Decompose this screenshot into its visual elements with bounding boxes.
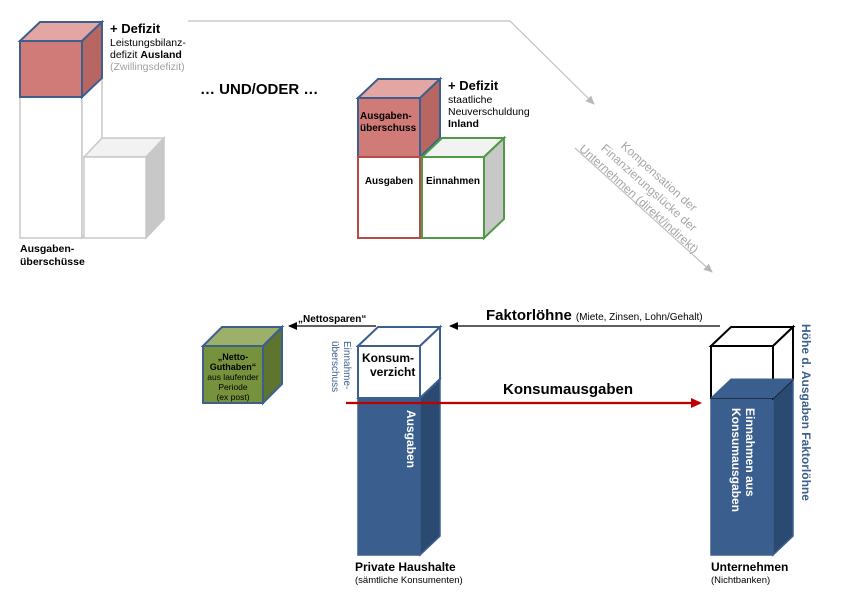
konsumverzicht-line1: Konsum- [362,351,414,365]
nettosparen-label: „Nettosparen“ [298,314,366,325]
inland-spending-block [357,156,421,239]
hoehe-faktorloehne-label: Höhe d. Ausgaben Faktorlöhne [799,324,813,501]
inland-cube-group [355,76,507,241]
konsumverzicht-line2: verzicht [370,365,415,379]
inland-income-cube [419,135,507,241]
netto-guthaben-line1: „Netto- [218,352,249,362]
inland-overspend-label-2: überschuss [360,123,417,134]
netto-guthaben-line2: Guthaben“ [210,362,257,372]
ausland-deficit-title: + Defizit [110,21,161,36]
netto-guthaben-line4: Periode [218,382,248,392]
inland-deficit-line1: staatliche [448,94,493,106]
ausgaben-ueberschuesse-label-2: überschüsse [20,256,85,268]
ausland-deficit-cube [17,19,105,100]
households-sublabel: (sämtliche Konsumenten) [355,575,463,586]
ausland-deficit-line2-bold: Ausland [140,49,181,61]
inland-spending-label: Ausgaben [365,176,413,187]
faktorloehne-label: Faktorlöhne (Miete, Zinsen, Lohn/Gehalt) [486,307,703,324]
und-oder-text: … UND/ODER … [200,81,318,98]
companies-einnahmen-line2: Konsumausgaben [729,408,743,512]
inland-deficit-title: + Defizit [448,78,499,93]
inland-deficit-line3: Inland [448,118,479,130]
top-left-cube-group [17,19,166,240]
companies-column [708,324,796,557]
companies-label: Unternehmen [711,560,788,574]
netto-guthaben-cube [200,324,285,406]
inland-deficit-cube [355,76,443,160]
einnahme-ueberschuss-line1: Einnahme- [341,341,352,389]
netto-guthaben-line3: aus laufender [207,372,259,382]
compensation-text: Kompensation der Finanzierungslücke der … [577,139,702,256]
konsumausgaben-label: Konsumausgaben [503,381,633,398]
companies-sublabel: (Nichtbanken) [711,575,770,586]
einnahme-ueberschuss-line2: überschuss [329,341,340,392]
inland-overspend-label-1: Ausgaben- [360,111,412,122]
faktorloehne-detail: (Miete, Zinsen, Lohn/Gehalt) [576,312,703,323]
households-column [355,324,443,557]
netto-guthaben-line5: (ex post) [216,392,249,402]
households-ausgaben-label: Ausgaben [404,410,418,468]
compensation-arrow-bottom [574,147,713,273]
ausland-income-block [82,136,166,240]
twin-deficit-note: (Zwillingsdefizit) [110,61,185,73]
inland-deficit-line2: Neuverschuldung [448,106,530,118]
ausland-deficit-line1: Leistungsbilanz- [110,37,186,49]
compensation-line2: Finanzierungslücke der [598,141,700,234]
compensation-arrow-top [188,20,595,105]
ausgaben-ueberschuesse-label-1: Ausgaben- [20,243,75,255]
ausland-deficit-line2: defizit Ausland [110,49,182,61]
companies-einnahmen-line1: Einnahmen aus [743,408,757,497]
households-label: Private Haushalte [355,560,456,574]
faktorloehne-title: Faktorlöhne [486,307,572,324]
inland-income-label: Einnahmen [426,176,480,187]
ausland-deficit-line2-prefix: defizit [110,49,138,61]
